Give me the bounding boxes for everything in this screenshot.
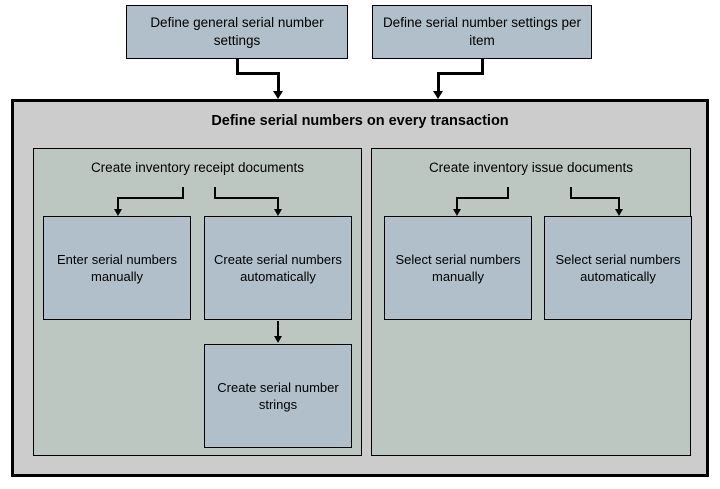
connector-segment-vertical	[437, 72, 440, 93]
panel-create-inventory-issue-documents: Create inventory issue documents Select …	[371, 148, 692, 456]
node-create-serial-number-strings[interactable]: Create serial number strings	[204, 344, 352, 448]
connector-segment-vertical	[117, 197, 119, 211]
arrowhead-icon	[274, 209, 282, 216]
connector-segment-horizontal	[456, 197, 509, 199]
connector-segment-vertical	[182, 187, 184, 199]
arrowhead-icon	[433, 91, 443, 99]
connector-segment-vertical	[456, 197, 458, 211]
connector-segment-vertical	[277, 197, 279, 211]
node-select-serial-numbers-manually[interactable]: Select serial numbers manually	[384, 216, 532, 320]
node-create-serial-numbers-automatically[interactable]: Create serial numbers automatically	[204, 216, 352, 320]
container-title: Define serial numbers on every transacti…	[211, 113, 509, 129]
node-define-general-serial-number-settings[interactable]: Define general serial number settings	[126, 5, 348, 59]
node-label: Define general serial number settings	[150, 15, 324, 48]
node-label: Define serial number settings per item	[382, 15, 582, 48]
node-label: Enter serial numbers manually	[57, 252, 177, 284]
connector-segment-vertical	[481, 59, 484, 75]
connector-segment-vertical	[214, 187, 216, 199]
node-enter-serial-numbers-manually[interactable]: Enter serial numbers manually	[43, 216, 191, 320]
node-label: Create serial numbers automatically	[214, 252, 342, 284]
node-define-serial-number-settings-per-item[interactable]: Define serial number settings per item	[372, 5, 592, 59]
connector-segment-horizontal	[570, 197, 620, 199]
panel-title: Create inventory receipt documents	[90, 160, 305, 175]
node-label: Create serial number strings	[217, 380, 339, 412]
node-label: Select serial numbers automatically	[555, 252, 681, 284]
connector-segment-vertical	[570, 187, 572, 199]
connector-segment-vertical	[618, 197, 620, 211]
node-label: Select serial numbers manually	[395, 252, 521, 284]
connector-segment-vertical	[277, 321, 279, 338]
connector-segment-horizontal	[117, 197, 184, 199]
connector-segment-horizontal	[236, 72, 280, 75]
arrowhead-icon	[274, 336, 282, 343]
connector-segment-vertical	[236, 59, 239, 75]
arrowhead-icon	[114, 209, 122, 216]
connector-segment-vertical	[277, 72, 280, 93]
arrowhead-icon	[615, 209, 623, 216]
panel-create-inventory-receipt-documents: Create inventory receipt documents Enter…	[33, 148, 362, 456]
node-select-serial-numbers-automatically[interactable]: Select serial numbers automatically	[544, 216, 692, 320]
container-define-serial-numbers-on-every-transaction: Define serial numbers on every transacti…	[11, 99, 709, 477]
connector-segment-horizontal	[214, 197, 279, 199]
arrowhead-icon	[273, 91, 283, 99]
connector-segment-vertical	[507, 187, 509, 199]
arrowhead-icon	[453, 209, 461, 216]
panel-title: Create inventory issue documents	[428, 160, 634, 175]
connector-segment-horizontal	[437, 72, 484, 75]
